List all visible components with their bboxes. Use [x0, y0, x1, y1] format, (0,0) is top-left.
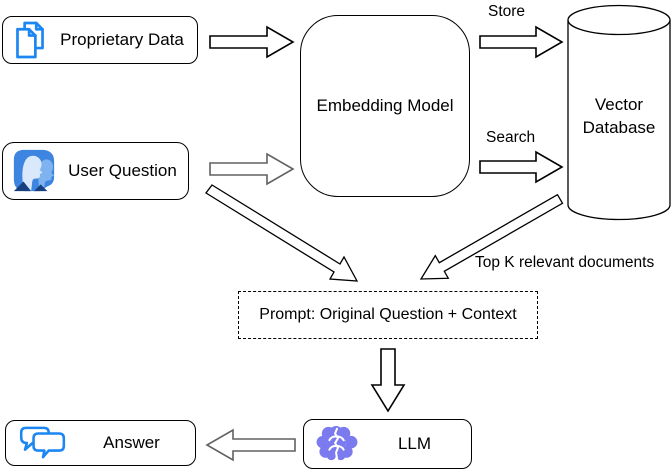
prompt-node: Prompt: Original Question + Context [238, 291, 538, 339]
vector-database-cylinder [567, 20, 671, 221]
embedding-model-label: Embedding Model [316, 96, 454, 115]
user-question-label: User Question [68, 161, 177, 180]
vector-database-cylinder-top [567, 4, 671, 36]
answer-node: Answer [5, 420, 196, 466]
people-profiles-icon [13, 149, 55, 192]
arrow-proprietary-to-embedding [209, 25, 295, 59]
brain-icon [316, 425, 358, 461]
arrow-store [479, 25, 564, 59]
arrow-userquestion-to-prompt [205, 184, 359, 282]
answer-label: Answer [103, 433, 160, 452]
proprietary-data-label: Proprietary Data [60, 30, 184, 49]
arrow-vectordb-to-prompt [419, 193, 564, 280]
vector-database-label: Vector Database [582, 95, 656, 137]
llm-node: LLM [303, 419, 472, 469]
llm-label: LLM [397, 434, 432, 453]
prompt-label: Prompt: Original Question + Context [259, 306, 517, 323]
arrow-userquestion-to-embedding [209, 152, 295, 186]
arrow-llm-to-answer [205, 428, 296, 462]
proprietary-data-node: Proprietary Data [2, 16, 198, 64]
arrow-prompt-to-llm [370, 348, 406, 413]
embedding-model-node: Embedding Model [300, 15, 470, 197]
user-question-node: User Question [2, 142, 189, 200]
documents-icon [16, 21, 44, 59]
search-edge-label: Search [486, 129, 536, 146]
arrow-search [479, 150, 564, 184]
chat-bubbles-icon [19, 426, 66, 459]
top-k-edge-label: Top K relevant documents [475, 254, 655, 271]
store-edge-label: Store [488, 3, 526, 20]
